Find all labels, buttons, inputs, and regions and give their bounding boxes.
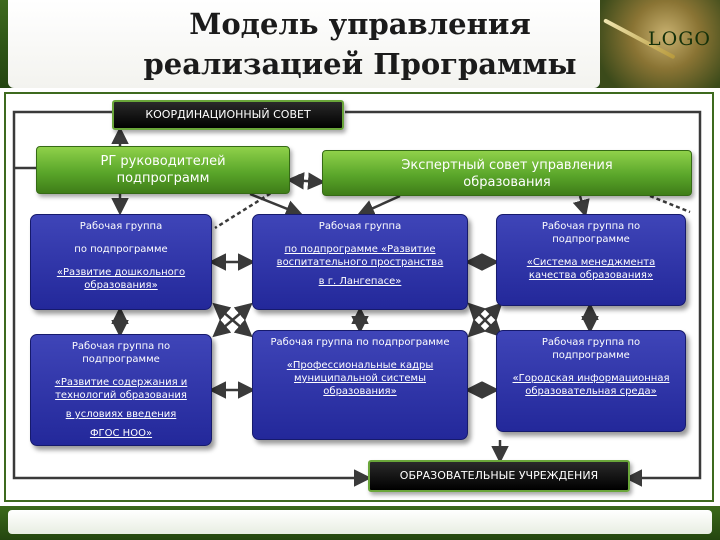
title-line-1: Модель управления [189, 7, 531, 41]
coordination-council: КООРДИНАЦИОННЫЙ СОВЕТ [112, 100, 344, 130]
rg-leaders-line-2: подпрограмм [116, 171, 210, 186]
working-group-content-technologies: Рабочая группа по подпрограмме «Развитие… [30, 334, 212, 446]
working-group-information-environment: Рабочая группа по подпрограмме «Городска… [496, 330, 686, 432]
working-group-quality-management: Рабочая группа по подпрограмме «Система … [496, 214, 686, 306]
logo-background [600, 0, 720, 88]
logo: LOGO [648, 28, 711, 50]
connector-diag-d [467, 302, 503, 338]
group-4-line-1: Рабочая группа по подпрограмме [71, 341, 171, 365]
group-6-line-1: Рабочая группа по подпрограмме [541, 337, 641, 361]
footer-panel [8, 510, 712, 534]
working-group-preschool: Рабочая группа по подпрограмме «Развитие… [30, 214, 212, 310]
title-line-2: реализацией Программы [143, 47, 577, 81]
connector-expert-g3 [572, 195, 590, 218]
working-group-upbringing: Рабочая группа по подпрограмме «Развитие… [252, 214, 468, 310]
connector-expert-g2 [356, 194, 401, 217]
rg-leaders-box: РГ руководителей подпрограмм [36, 146, 290, 194]
coordination-council-label: КООРДИНАЦИОННЫЙ СОВЕТ [145, 108, 311, 121]
expert-council-box: Экспертный совет управления образования [322, 150, 692, 196]
group-5-line-2: «Профессиональные кадры муниципальной си… [286, 360, 434, 397]
group-3-line-2: «Система менеджмента качества образовани… [526, 257, 656, 281]
connector-rg-expert [286, 172, 326, 190]
group-4-line-4: ФГОС НОО» [89, 428, 153, 439]
slide-title: Модель управления реализацией Программы [110, 4, 610, 84]
title-panel [8, 0, 600, 88]
group-1-line-1: Рабочая группа [79, 221, 163, 232]
connector-outer-right [345, 110, 702, 487]
group-2-line-3: в г. Лангепасе» [318, 276, 402, 287]
educational-institutions: ОБРАЗОВАТЕЛЬНЫЕ УЧРЕЖДЕНИЯ [368, 460, 630, 492]
working-group-professional-staff: Рабочая группа по подпрограмме «Професси… [252, 330, 468, 440]
connector-diag-b [212, 302, 253, 338]
connector-expert-right [649, 194, 691, 214]
group-2-line-1: Рабочая группа [318, 221, 402, 232]
connector-rg-g2 [249, 192, 304, 217]
rg-leaders-line-1: РГ руководителей [100, 154, 226, 169]
group-6-line-2: «Городская информационная образовательна… [512, 373, 670, 397]
group-4-line-3: в условиях введения [65, 409, 177, 420]
group-1-line-3: «Развитие дошкольного образования» [56, 267, 186, 291]
expert-council-line-2: образования [463, 175, 551, 190]
group-3-line-1: Рабочая группа по подпрограмме [541, 221, 641, 245]
educational-institutions-label: ОБРАЗОВАТЕЛЬНЫЕ УЧРЕЖДЕНИЯ [399, 469, 599, 482]
group-5-line-1: Рабочая группа по подпрограмме [270, 337, 450, 348]
group-2-line-2: по подпрограмме «Развитие воспитательног… [276, 244, 444, 268]
connector-outer-left [12, 110, 372, 487]
group-4-line-2: «Развитие содержания и технологий образо… [54, 377, 188, 401]
expert-council-line-1: Экспертный совет управления [401, 158, 613, 173]
group-1-line-2: по подпрограмме [74, 244, 168, 255]
